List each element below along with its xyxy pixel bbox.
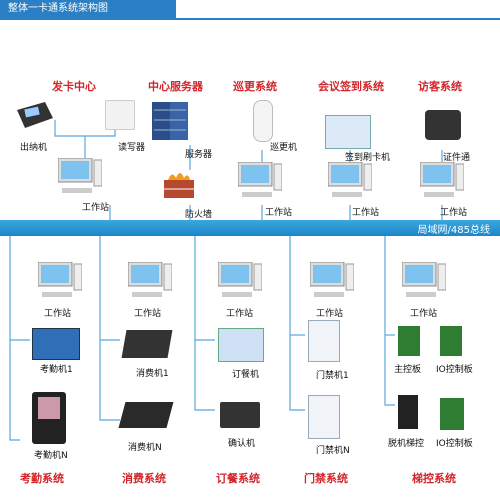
consume1-label: 消费机1 (136, 369, 169, 379)
order-label: 订餐机 (232, 370, 260, 380)
ws-meeting-label: 工作站 (352, 208, 380, 218)
main-board-icon (398, 326, 420, 356)
workstation-icon (237, 161, 283, 202)
confirm-label: 确认机 (228, 439, 256, 449)
workstation-icon (37, 261, 83, 302)
section-visitor: 访客系统 (418, 80, 462, 93)
signin-label: 签到刷卡机 (345, 153, 391, 163)
workstation-icon (309, 261, 355, 302)
workstation-icon (419, 161, 465, 202)
signin-device-icon (325, 115, 371, 149)
ws-elevator-label: 工作站 (410, 309, 438, 319)
ws-issuing-label: 工作站 (82, 203, 110, 213)
id-reader-label: 证件通 (443, 153, 471, 163)
order-device-icon (218, 328, 264, 362)
doorN-label: 门禁机N (316, 446, 350, 456)
door-controller-icon (308, 395, 340, 439)
server-rack-icon (150, 100, 190, 142)
server-label: 服务器 (185, 150, 213, 160)
ws-ordering-label: 工作站 (226, 309, 254, 319)
consume-device-icon (121, 330, 173, 358)
card-reader-icon (105, 100, 135, 130)
link-consumption (99, 236, 120, 421)
network-bus (0, 220, 500, 236)
attendanceN-label: 考勤机N (34, 451, 68, 461)
section-meeting: 会议签到系统 (318, 80, 384, 93)
attendance-device-icon (32, 328, 80, 360)
firewall-label: 防火墙 (185, 210, 213, 220)
consume-device-icon (118, 402, 174, 428)
door-controller-icon (308, 320, 340, 362)
section-ordering: 订餐系统 (216, 472, 260, 485)
attendance1-label: 考勤机1 (40, 365, 73, 375)
ws-access-label: 工作站 (316, 309, 344, 319)
section-card-issuing: 发卡中心 (52, 80, 96, 93)
ws-consumption-label: 工作站 (134, 309, 162, 319)
attendance-face-device-icon (32, 392, 66, 444)
section-access: 门禁系统 (304, 472, 348, 485)
section-elevator: 梯控系统 (412, 472, 456, 485)
section-patrol: 巡更系统 (233, 80, 277, 93)
workstation-icon (327, 161, 373, 202)
patrol-label: 巡更机 (270, 143, 298, 153)
bus-label: 局域网/485总线 (417, 225, 490, 236)
workstation-icon (217, 261, 263, 302)
offline-lift-icon (398, 395, 418, 429)
section-central-server: 中心服务器 (148, 80, 203, 93)
cashier-machine-icon (15, 100, 55, 130)
reader-label: 读写器 (118, 143, 146, 153)
door1-label: 门禁机1 (316, 371, 349, 381)
title-underline (0, 18, 500, 20)
io-board2-label: IO控制板 (436, 439, 473, 449)
link-attendance (9, 236, 20, 441)
ws-visitor-label: 工作站 (440, 208, 468, 218)
consumeN-label: 消费机N (128, 443, 162, 453)
workstation-icon (401, 261, 447, 302)
section-attendance: 考勤系统 (20, 472, 64, 485)
link-ordering (194, 236, 215, 411)
ws-patrol-label: 工作站 (265, 208, 293, 218)
workstation-icon (127, 261, 173, 302)
firewall-icon (162, 170, 198, 200)
link-access (289, 236, 305, 411)
workstation-icon (57, 157, 103, 198)
patrol-device-icon (253, 100, 273, 142)
section-consumption: 消费系统 (122, 472, 166, 485)
io-board-icon (440, 326, 462, 356)
io-board-icon (440, 398, 464, 430)
id-reader-icon (425, 110, 461, 140)
cashier-label: 出纳机 (20, 143, 48, 153)
ws-attendance-label: 工作站 (44, 309, 72, 319)
offline-lift-label: 脱机梯控 (388, 439, 425, 449)
main-board-label: 主控板 (394, 365, 422, 375)
io-board-label: IO控制板 (436, 365, 473, 375)
confirm-device-icon (220, 402, 260, 428)
link-elevator (384, 236, 395, 406)
diagram-title: 整体一卡通系统架构图 (0, 0, 176, 18)
